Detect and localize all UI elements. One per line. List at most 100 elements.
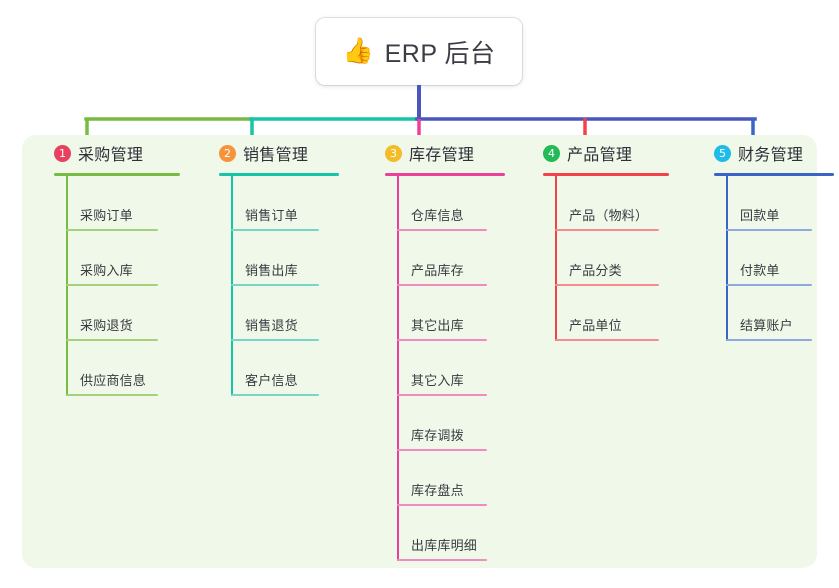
leaf-item[interactable]: 回款单 [726,176,834,231]
column-container: 1 采购管理采购订单采购入库采购退货供应商信息 2 销售管理销售订单销售出库销售退货客… [22,135,834,568]
leaf-item[interactable]: 销售订单 [231,176,339,231]
root-node-card[interactable]: 👍 ERP 后台 [316,18,522,85]
leaf-label: 其它入库 [411,373,464,388]
leaf-label: 其它出库 [411,318,464,333]
leaf-rule [231,229,319,231]
leaf-item[interactable]: 销售退货 [231,286,339,341]
leaf-rule [726,284,812,286]
leaf-item[interactable]: 产品单位 [555,286,669,341]
leaf-item[interactable]: 出库库明细 [397,506,505,561]
leaf-label: 产品单位 [569,318,622,333]
leaf-item[interactable]: 产品（物料） [555,176,669,231]
column-title: 采购管理 [78,147,144,164]
leaf-rule [66,284,158,286]
leaf-label: 销售退货 [245,318,298,333]
leaf-item[interactable]: 销售出库 [231,231,339,286]
leaf-rule [231,394,319,396]
leaf-item[interactable]: 付款单 [726,231,834,286]
leaf-label: 供应商信息 [80,373,147,388]
leaf-label: 产品库存 [411,263,464,278]
leaf-item[interactable]: 仓库信息 [397,176,505,231]
leaf-rule [397,229,487,231]
leaf-item[interactable]: 产品分类 [555,231,669,286]
column-group-1[interactable]: 1 采购管理采购订单采购入库采购退货供应商信息 [38,135,180,396]
leaf-label: 出库库明细 [411,538,478,553]
column-rule [543,173,669,176]
column-spine [231,176,233,396]
column-header-3[interactable]: 3 库存管理 [369,135,505,171]
leaf-rule [66,339,158,341]
leaf-item[interactable]: 供应商信息 [66,341,180,396]
leaf-rule [231,284,319,286]
column-index-badge: 1 [54,144,71,162]
leaf-rule [66,394,158,396]
leaf-list: 产品（物料） 产品分类产品单位 [527,176,669,341]
column-index-badge: 5 [714,144,731,162]
leaf-label: 产品分类 [569,263,622,278]
leaf-label: 客户信息 [245,373,298,388]
column-header-1[interactable]: 1 采购管理 [38,135,180,171]
leaf-label: 结算账户 [740,318,793,333]
leaf-label: 回款单 [740,208,780,223]
column-group-4[interactable]: 4 产品管理产品（物料） 产品分类产品单位 [527,135,669,341]
leaf-label: 仓库信息 [411,208,464,223]
column-spine [66,176,68,396]
leaf-label: 采购退货 [80,318,133,333]
leaf-rule [397,449,487,451]
root-node-title: ERP 后台 [384,39,496,68]
leaf-item[interactable]: 库存调拨 [397,396,505,451]
leaf-rule [397,504,487,506]
column-rule [385,173,505,176]
leaf-item[interactable]: 其它入库 [397,341,505,396]
column-rule [714,173,834,176]
leaf-item[interactable]: 其它出库 [397,286,505,341]
leaf-label: 库存盘点 [411,483,464,498]
leaf-list: 采购订单采购入库采购退货供应商信息 [38,176,180,396]
leaf-rule [397,284,487,286]
leaf-rule [726,339,812,341]
column-index-badge: 2 [219,144,236,162]
leaf-label: 采购订单 [80,208,133,223]
leaf-list: 销售订单销售出库销售退货客户信息 [203,176,339,396]
leaf-item[interactable]: 库存盘点 [397,451,505,506]
leaf-item[interactable]: 采购入库 [66,231,180,286]
column-title: 库存管理 [409,147,475,164]
leaf-label: 付款单 [740,263,780,278]
leaf-list: 仓库信息产品库存其它出库其它入库库存调拨库存盘点出库库明细 [369,176,505,561]
column-header-5[interactable]: 5 财务管理 [698,135,834,171]
leaf-item[interactable]: 结算账户 [726,286,834,341]
column-title: 产品管理 [567,147,633,164]
leaf-item[interactable]: 采购订单 [66,176,180,231]
column-title: 销售管理 [243,147,309,164]
leaf-rule [555,339,659,341]
column-spine [397,176,399,561]
leaf-label: 销售出库 [245,263,298,278]
column-index-badge: 4 [543,144,560,162]
column-header-4[interactable]: 4 产品管理 [527,135,669,171]
column-group-5[interactable]: 5 财务管理回款单付款单结算账户 [698,135,834,341]
leaf-item[interactable]: 采购退货 [66,286,180,341]
leaf-item[interactable]: 客户信息 [231,341,339,396]
column-title: 财务管理 [738,147,804,164]
leaf-rule [397,394,487,396]
leaf-rule [397,339,487,341]
leaf-label: 产品（物料） [569,208,649,223]
leaf-rule [66,229,158,231]
leaf-rule [555,229,659,231]
column-spine [555,176,557,341]
leaf-rule [555,284,659,286]
column-rule [219,173,339,176]
column-spine [726,176,728,341]
leaf-item[interactable]: 产品库存 [397,231,505,286]
column-header-2[interactable]: 2 销售管理 [203,135,339,171]
leaf-label: 库存调拨 [411,428,464,443]
leaf-label: 销售订单 [245,208,298,223]
column-group-2[interactable]: 2 销售管理销售订单销售出库销售退货客户信息 [203,135,339,396]
leaf-list: 回款单付款单结算账户 [698,176,834,341]
diagram-panel [22,135,817,568]
leaf-rule [397,559,487,561]
leaf-label: 采购入库 [80,263,133,278]
thumbs-up-icon: 👍 [342,37,374,65]
column-index-badge: 3 [385,144,402,162]
column-group-3[interactable]: 3 库存管理仓库信息产品库存其它出库其它入库库存调拨库存盘点出库库明细 [369,135,505,561]
